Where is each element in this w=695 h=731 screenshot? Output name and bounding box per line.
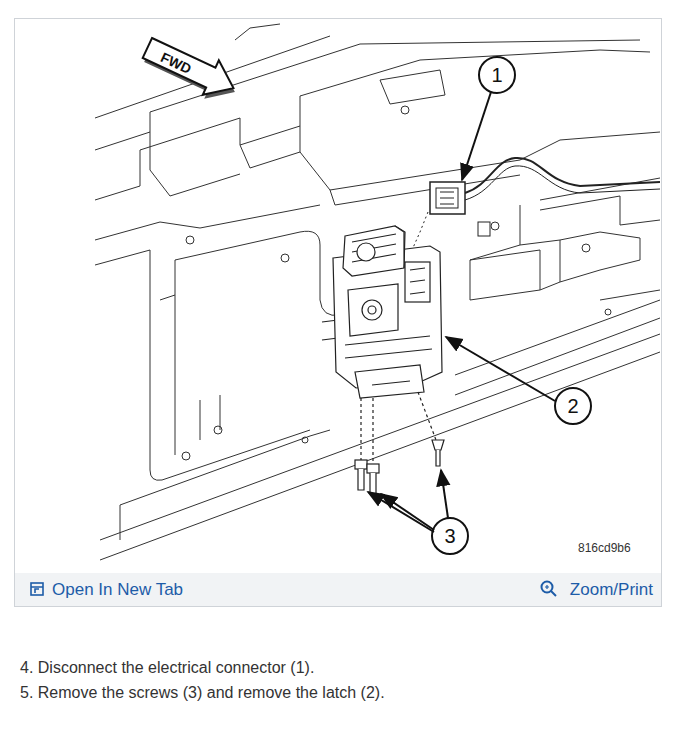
body-structure bbox=[95, 24, 660, 560]
figure-id: 816cd9b6 bbox=[578, 541, 631, 555]
callout-number: 1 bbox=[492, 63, 503, 87]
fwd-arrow bbox=[138, 31, 244, 110]
image-frame bbox=[15, 19, 662, 607]
callout-leaders bbox=[368, 57, 591, 554]
instruction-step: 4. Disconnect the electrical connector (… bbox=[20, 658, 314, 677]
toolbar-band: Open In New Tab Zoom/Print bbox=[15, 573, 661, 606]
toolbar-link: Open In New Tab bbox=[52, 580, 183, 600]
latch-assembly bbox=[322, 226, 442, 398]
wiring-harness bbox=[412, 158, 660, 250]
toolbar-link: Zoom/Print bbox=[570, 580, 653, 600]
screws bbox=[355, 392, 444, 494]
direction-label: FWD bbox=[158, 49, 194, 78]
instruction-step: 5. Remove the screws (3) and remove the … bbox=[20, 683, 385, 702]
zoom-icon bbox=[542, 582, 557, 597]
callout-number: 3 bbox=[445, 524, 456, 548]
open-tab-icon bbox=[31, 583, 43, 595]
callout-number: 2 bbox=[568, 394, 579, 418]
